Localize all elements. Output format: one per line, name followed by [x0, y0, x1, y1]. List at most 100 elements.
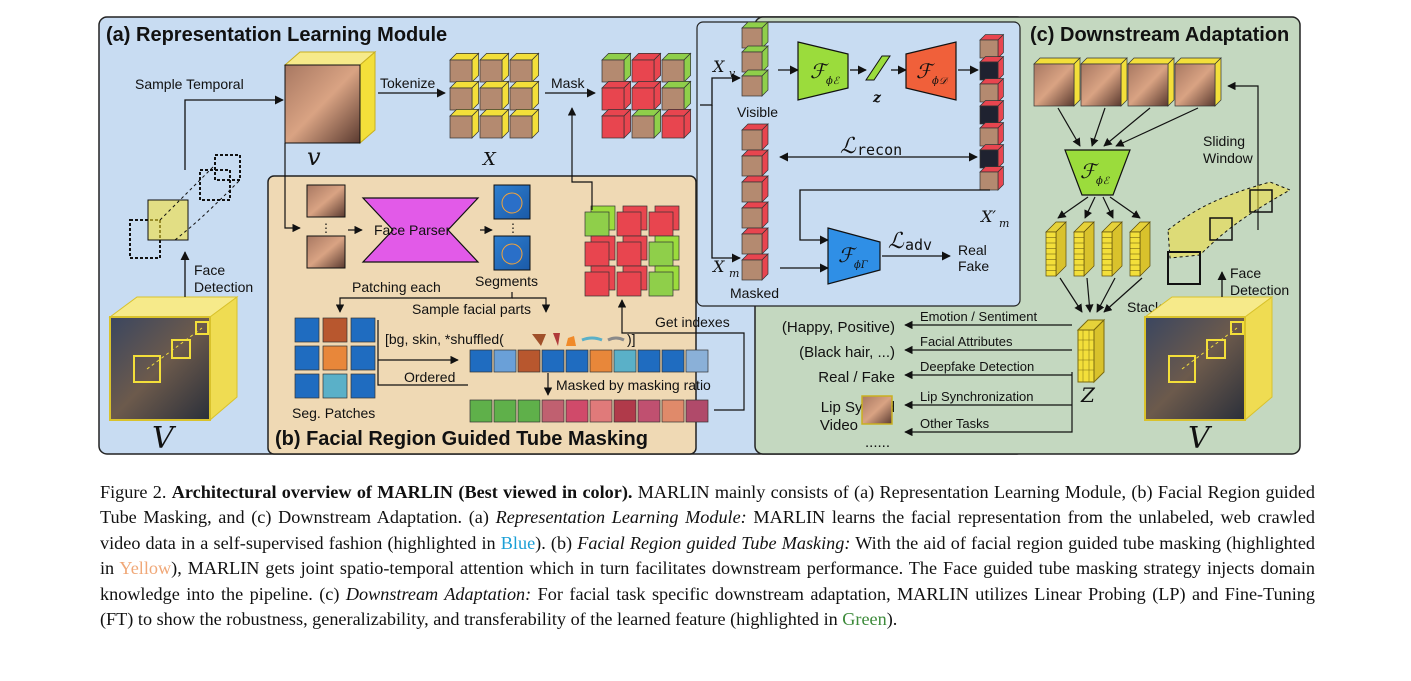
input-video-V-right — [1143, 296, 1274, 422]
recon-token-3-face — [979, 105, 999, 125]
masked-patch-2 — [517, 399, 541, 423]
bmask-front-2-2 — [648, 271, 674, 297]
discriminator-block — [827, 227, 881, 285]
token-cube-X — [449, 52, 540, 139]
masked-token-1-face — [741, 155, 763, 177]
disc-sub: ϕΓ — [854, 260, 869, 271]
feature-side-2 — [1111, 221, 1123, 277]
loss-recon-sub: recon — [857, 141, 902, 159]
frame-top-3 — [1174, 57, 1222, 65]
feature-side-0 — [1055, 221, 1067, 277]
encoder-to-features-arrows — [1057, 196, 1141, 219]
encoder-F: ℱ — [810, 59, 829, 83]
visible-label: Visible — [737, 104, 778, 120]
masked-patch-3 — [541, 399, 565, 423]
facial-part-icons — [532, 333, 625, 346]
recon-token-1-face — [979, 61, 999, 81]
mask-cell-2-2-face — [661, 115, 685, 139]
face-detection-label-a2: Detection — [194, 279, 253, 295]
lip-sync-thumb — [861, 395, 893, 425]
recon-token-6-face — [979, 171, 999, 191]
mask-cell-1-2-face — [661, 87, 685, 111]
face-parser-block — [361, 197, 480, 263]
caption-s6: With the aid of facial region guided tub… — [100, 532, 1315, 579]
token-cell-1-1-face — [479, 87, 503, 111]
bmask-front-2-0 — [584, 271, 610, 297]
mask-cell-1-0-face — [601, 87, 625, 111]
face-tube — [129, 154, 241, 259]
panel-b-title: (b) Facial Region Guided Tube Masking — [275, 428, 648, 450]
caption-s1: MARLIN mainly consists of (a) Representa… — [100, 482, 1315, 528]
ordered-patch-1 — [493, 349, 517, 373]
symbol-v-small: v — [307, 143, 321, 171]
Z-feature-cube — [1076, 318, 1106, 384]
face-detection-label-c2: Detection — [1230, 282, 1289, 298]
caption-fig-title: Architectural overview of MARLIN (Best v… — [171, 482, 633, 502]
token-cell-0-2-face — [509, 59, 533, 83]
disc-F: ℱ — [838, 243, 857, 267]
feature-side-1 — [1083, 221, 1095, 277]
loss-recon-L: ℒ — [840, 134, 857, 159]
task-arrow-4 — [904, 372, 1073, 437]
caption-blue: Blue — [500, 532, 536, 553]
patching-each-label: Patching each — [352, 279, 441, 295]
seg-patch-2-2 — [350, 373, 376, 399]
mask-cell-2-1-face — [631, 115, 655, 139]
caption-s2: Representation Learning Module: — [495, 507, 747, 528]
ordered-patch-9 — [685, 349, 709, 373]
loss-adv-sub: adv — [905, 236, 932, 254]
token-cell-0-1-face — [479, 59, 503, 83]
symbol-Z: Z — [1080, 383, 1096, 407]
caption-s10: ). — [886, 609, 898, 630]
bmask-front-0-2 — [648, 211, 674, 237]
features-to-Z-arrows — [1059, 277, 1143, 313]
masked-token-5-face — [741, 259, 763, 281]
bg-skin-suffix: )] — [627, 331, 636, 347]
recon-token-0-face — [979, 39, 999, 59]
frame-side-0 — [1073, 57, 1081, 107]
face-parser-label: Face Parser — [374, 222, 451, 238]
segments-dots: ⋮ — [507, 221, 519, 235]
frames-dots: ⋮ — [320, 221, 332, 235]
loss-adv-L: ℒ — [888, 229, 905, 254]
symbol-Xm-sub: m — [729, 267, 739, 280]
masked-patch-5 — [589, 399, 613, 423]
ordered-patch-4 — [565, 349, 589, 373]
masked-label: Masked — [730, 285, 779, 301]
recon-token-2-face — [979, 83, 999, 103]
feature-side-3 — [1139, 221, 1151, 277]
reconstructed-tokens-column — [979, 33, 1005, 191]
face-frames-b: ⋮ — [306, 184, 346, 269]
caption-green: Green — [842, 609, 887, 630]
seg-patches-label: Seg. Patches — [292, 405, 375, 421]
masked-by-ratio-label: Masked by masking ratio — [556, 377, 711, 393]
frames-to-encoder-arrows — [1057, 107, 1199, 147]
caption-s8: Downstream Adaptation: — [345, 583, 532, 604]
masked-token-cube — [601, 52, 692, 139]
fake-label: Fake — [958, 258, 989, 274]
seg-patch-0-1 — [322, 317, 348, 343]
symbol-Xm: X — [711, 257, 725, 276]
masked-token-2-face — [741, 181, 763, 203]
frame-face-0 — [1033, 63, 1075, 107]
ordered-patch-2 — [517, 349, 541, 373]
token-cell-1-2-face — [509, 87, 533, 111]
ordered-patches-row — [469, 349, 709, 373]
sample-facial-parts-label: Sample facial parts — [412, 301, 531, 317]
downstream-encoder-block — [1064, 149, 1131, 196]
task-name-0: Emotion / Sentiment — [920, 309, 1037, 324]
masked-patches-row — [469, 399, 709, 423]
frame-top-1 — [1080, 57, 1128, 65]
visible-token-0-face — [741, 27, 763, 49]
bmask-front-0-0 — [584, 211, 610, 237]
visible-tokens-column — [741, 21, 769, 97]
seg-patch-2-0 — [294, 373, 320, 399]
masked-token-0-face — [741, 129, 763, 151]
mask-cell-1-1-face — [631, 87, 655, 111]
symbol-V-right: V — [1188, 421, 1213, 456]
downstream-frames-row — [1033, 57, 1222, 107]
frame-face-3 — [1174, 63, 1216, 107]
figure-caption: Figure 2. Architectural overview of MARL… — [100, 480, 1315, 632]
task-output-0: (Happy, Positive) — [782, 319, 895, 336]
real-label: Real — [958, 242, 987, 258]
